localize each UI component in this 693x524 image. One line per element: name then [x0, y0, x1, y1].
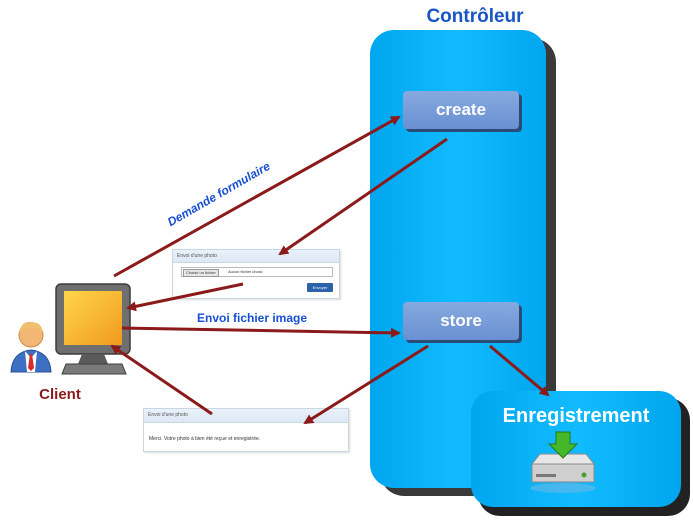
arrow-client-to-create	[113, 115, 401, 278]
arrow-client-to-store	[121, 326, 401, 338]
user-icon	[10, 321, 52, 373]
disk-save-icon	[530, 431, 596, 493]
storage-label: Enregistrement	[502, 405, 650, 427]
label-send-file: Envoi fichier image	[197, 311, 308, 325]
create-action: create	[403, 91, 519, 129]
arrow-store-to-confirm	[303, 344, 429, 425]
monitor-icon	[55, 283, 131, 375]
controller-title: Contrôleur	[426, 6, 524, 27]
client-label: Client	[39, 386, 81, 403]
file-input: Choisir un fichier Aucun fichier choisi	[181, 267, 333, 277]
file-choose-button: Choisir un fichier	[183, 269, 219, 277]
form-screenshot: Envoi d'une photo Choisir un fichier Auc…	[172, 249, 340, 299]
file-status: Aucun fichier choisi	[228, 269, 263, 274]
send-button: Envoyer	[307, 283, 333, 292]
arrow-create-to-form	[278, 137, 448, 256]
confirmation-screenshot: Envoi d'une photo Merci. Votre photo à b…	[143, 408, 349, 452]
arrow-store-to-storage	[489, 344, 550, 397]
confirm-message: Merci. Votre photo à bien été reçue et e…	[149, 436, 261, 442]
arrow-confirm-to-client	[110, 344, 213, 416]
confirm-header: Envoi d'une photo	[144, 409, 348, 423]
arrow-form-to-client	[126, 282, 244, 312]
store-action: store	[403, 302, 519, 340]
form-header: Envoi d'une photo	[173, 250, 339, 263]
